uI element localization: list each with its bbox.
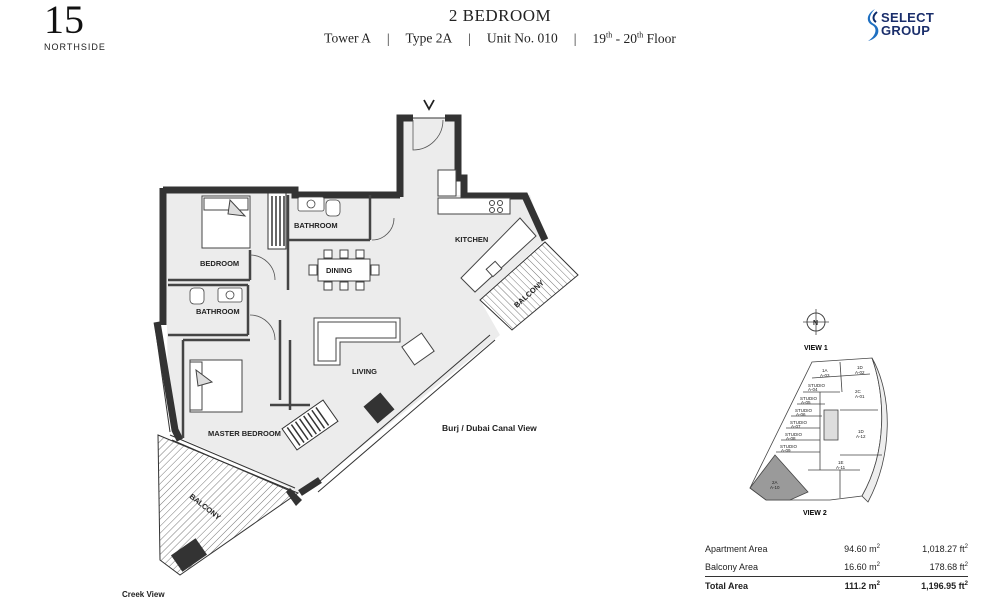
tower-label: Tower A [324, 30, 371, 46]
svg-text:A-04: A-04 [808, 387, 818, 392]
key-plan-labels: 1A A-03 1D A-02 STUDIO A-04 2C A-01 STUD… [770, 365, 866, 490]
room-label-bathroom-left: BATHROOM [196, 307, 240, 316]
svg-text:A-12: A-12 [856, 434, 866, 439]
svg-text:STUDIO: STUDIO [785, 432, 803, 437]
svg-text:A-07: A-07 [791, 424, 801, 429]
key-plan [749, 357, 888, 503]
project-logo-name: NORTHSIDE [44, 42, 106, 52]
table-row: Apartment Area 94.60 m2 1,018.27 ft2 [705, 544, 968, 554]
key-plan-view2-label: VIEW 2 [803, 510, 827, 517]
room-label-master-bedroom: MASTER BEDROOM [208, 429, 281, 438]
svg-text:A-08: A-08 [786, 436, 796, 441]
svg-text:STUDIO: STUDIO [808, 383, 826, 388]
kitchen-counter [437, 169, 537, 293]
compass-icon: N [803, 309, 829, 335]
svg-text:A-02: A-02 [855, 370, 865, 375]
select-group-logo-icon [867, 9, 879, 41]
svg-text:2C: 2C [855, 389, 862, 394]
wardrobe [267, 192, 287, 250]
bathroom-fixtures [189, 196, 341, 305]
structural-column [363, 392, 395, 424]
floor-label: 19th - 20th Floor [592, 30, 676, 46]
master-wardrobe [281, 399, 339, 451]
table-row-total: Total Area 111.2 m2 1,196.95 ft2 [705, 576, 968, 595]
room-label-living: LIVING [352, 367, 377, 376]
door-swings [249, 119, 444, 341]
svg-text:STUDIO: STUDIO [795, 408, 813, 413]
svg-text:STUDIO: STUDIO [790, 420, 808, 425]
view-label-creek: Creek View [122, 590, 165, 599]
svg-text:1D: 1D [857, 365, 864, 370]
type-label: Type 2A [405, 30, 453, 46]
svg-text:1D: 1D [858, 429, 865, 434]
room-label-bedroom: BEDROOM [200, 259, 239, 268]
svg-text:A-10: A-10 [770, 485, 780, 490]
page-title: 2 BEDROOM [448, 6, 552, 25]
view-label-burj: Burj / Dubai Canal View [442, 423, 537, 433]
svg-text:A-05: A-05 [801, 400, 811, 405]
room-label-bathroom-top: BATHROOM [294, 221, 338, 230]
svg-text:STUDIO: STUDIO [780, 444, 798, 449]
project-logo-number: 15 [44, 0, 84, 42]
sofa [313, 317, 435, 366]
key-plan-view1-label: VIEW 1 [804, 345, 828, 352]
svg-text:A-01: A-01 [855, 394, 865, 399]
svg-text:1E: 1E [838, 460, 844, 465]
developer-logo-text: SELECT GROUP [881, 10, 935, 38]
bed [201, 195, 251, 249]
structural-column [170, 538, 208, 572]
master-bed [189, 359, 243, 413]
svg-text:N: N [813, 320, 818, 327]
table-row: Balcony Area 16.60 m2 178.68 ft2 [705, 562, 968, 572]
svg-text:1A: 1A [822, 368, 828, 373]
svg-text:2A: 2A [772, 480, 778, 485]
room-label-kitchen: KITCHEN [455, 235, 488, 244]
room-label-dining: DINING [326, 266, 352, 275]
windows [154, 117, 496, 494]
svg-text:A-03: A-03 [820, 373, 830, 378]
svg-text:A-09: A-09 [781, 448, 791, 453]
dining-table [308, 249, 380, 291]
unit-details: Tower A|Type 2A|Unit No. 010|19th - 20th… [324, 30, 676, 46]
balcony-right-area [479, 241, 579, 331]
area-table: Apartment Area 94.60 m2 1,018.27 ft2 Bal… [705, 540, 968, 595]
svg-text:STUDIO: STUDIO [800, 396, 818, 401]
entry-arrow-icon [423, 99, 435, 111]
unit-label: Unit No. 010 [486, 30, 558, 46]
interior-walls [168, 195, 372, 438]
svg-text:A-06: A-06 [796, 412, 806, 417]
svg-text:A-11: A-11 [836, 465, 846, 470]
